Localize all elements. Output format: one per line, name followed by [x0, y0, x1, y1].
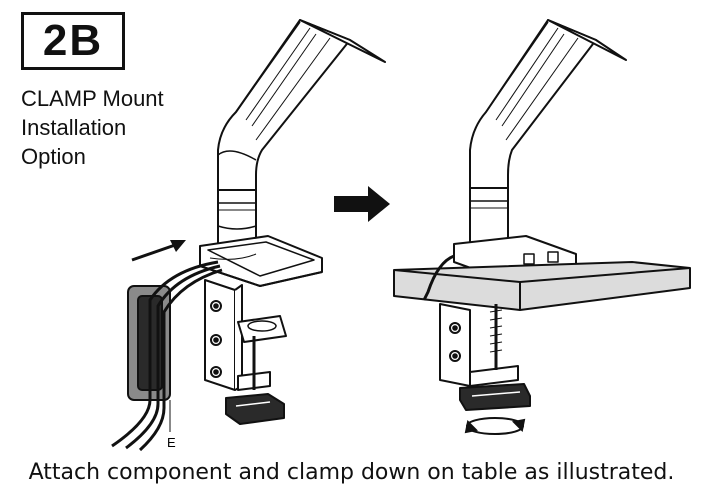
right-clamp-knob [459, 383, 531, 411]
title-line-3: Option [21, 144, 86, 169]
left-assembly [111, 19, 386, 452]
step-badge: 2B [21, 12, 125, 70]
left-arm [217, 19, 351, 211]
left-clamp-knob [225, 393, 285, 425]
right-clamp-bottom-jaw [469, 365, 519, 387]
right-arm [469, 19, 597, 211]
step-title: CLAMP Mount Installation Option [21, 84, 164, 171]
instruction-caption: Attach component and clamp down on table… [28, 460, 675, 485]
right-post [469, 187, 509, 245]
rotate-arrow [464, 417, 526, 435]
insert-arrow [131, 240, 186, 262]
right-assembly [393, 19, 691, 411]
right-clamp-body [439, 303, 471, 387]
title-line-1: CLAMP Mount [21, 86, 164, 111]
cable-label: E [167, 435, 176, 450]
next-step-arrow [334, 186, 390, 222]
title-line-2: Installation [21, 115, 127, 140]
